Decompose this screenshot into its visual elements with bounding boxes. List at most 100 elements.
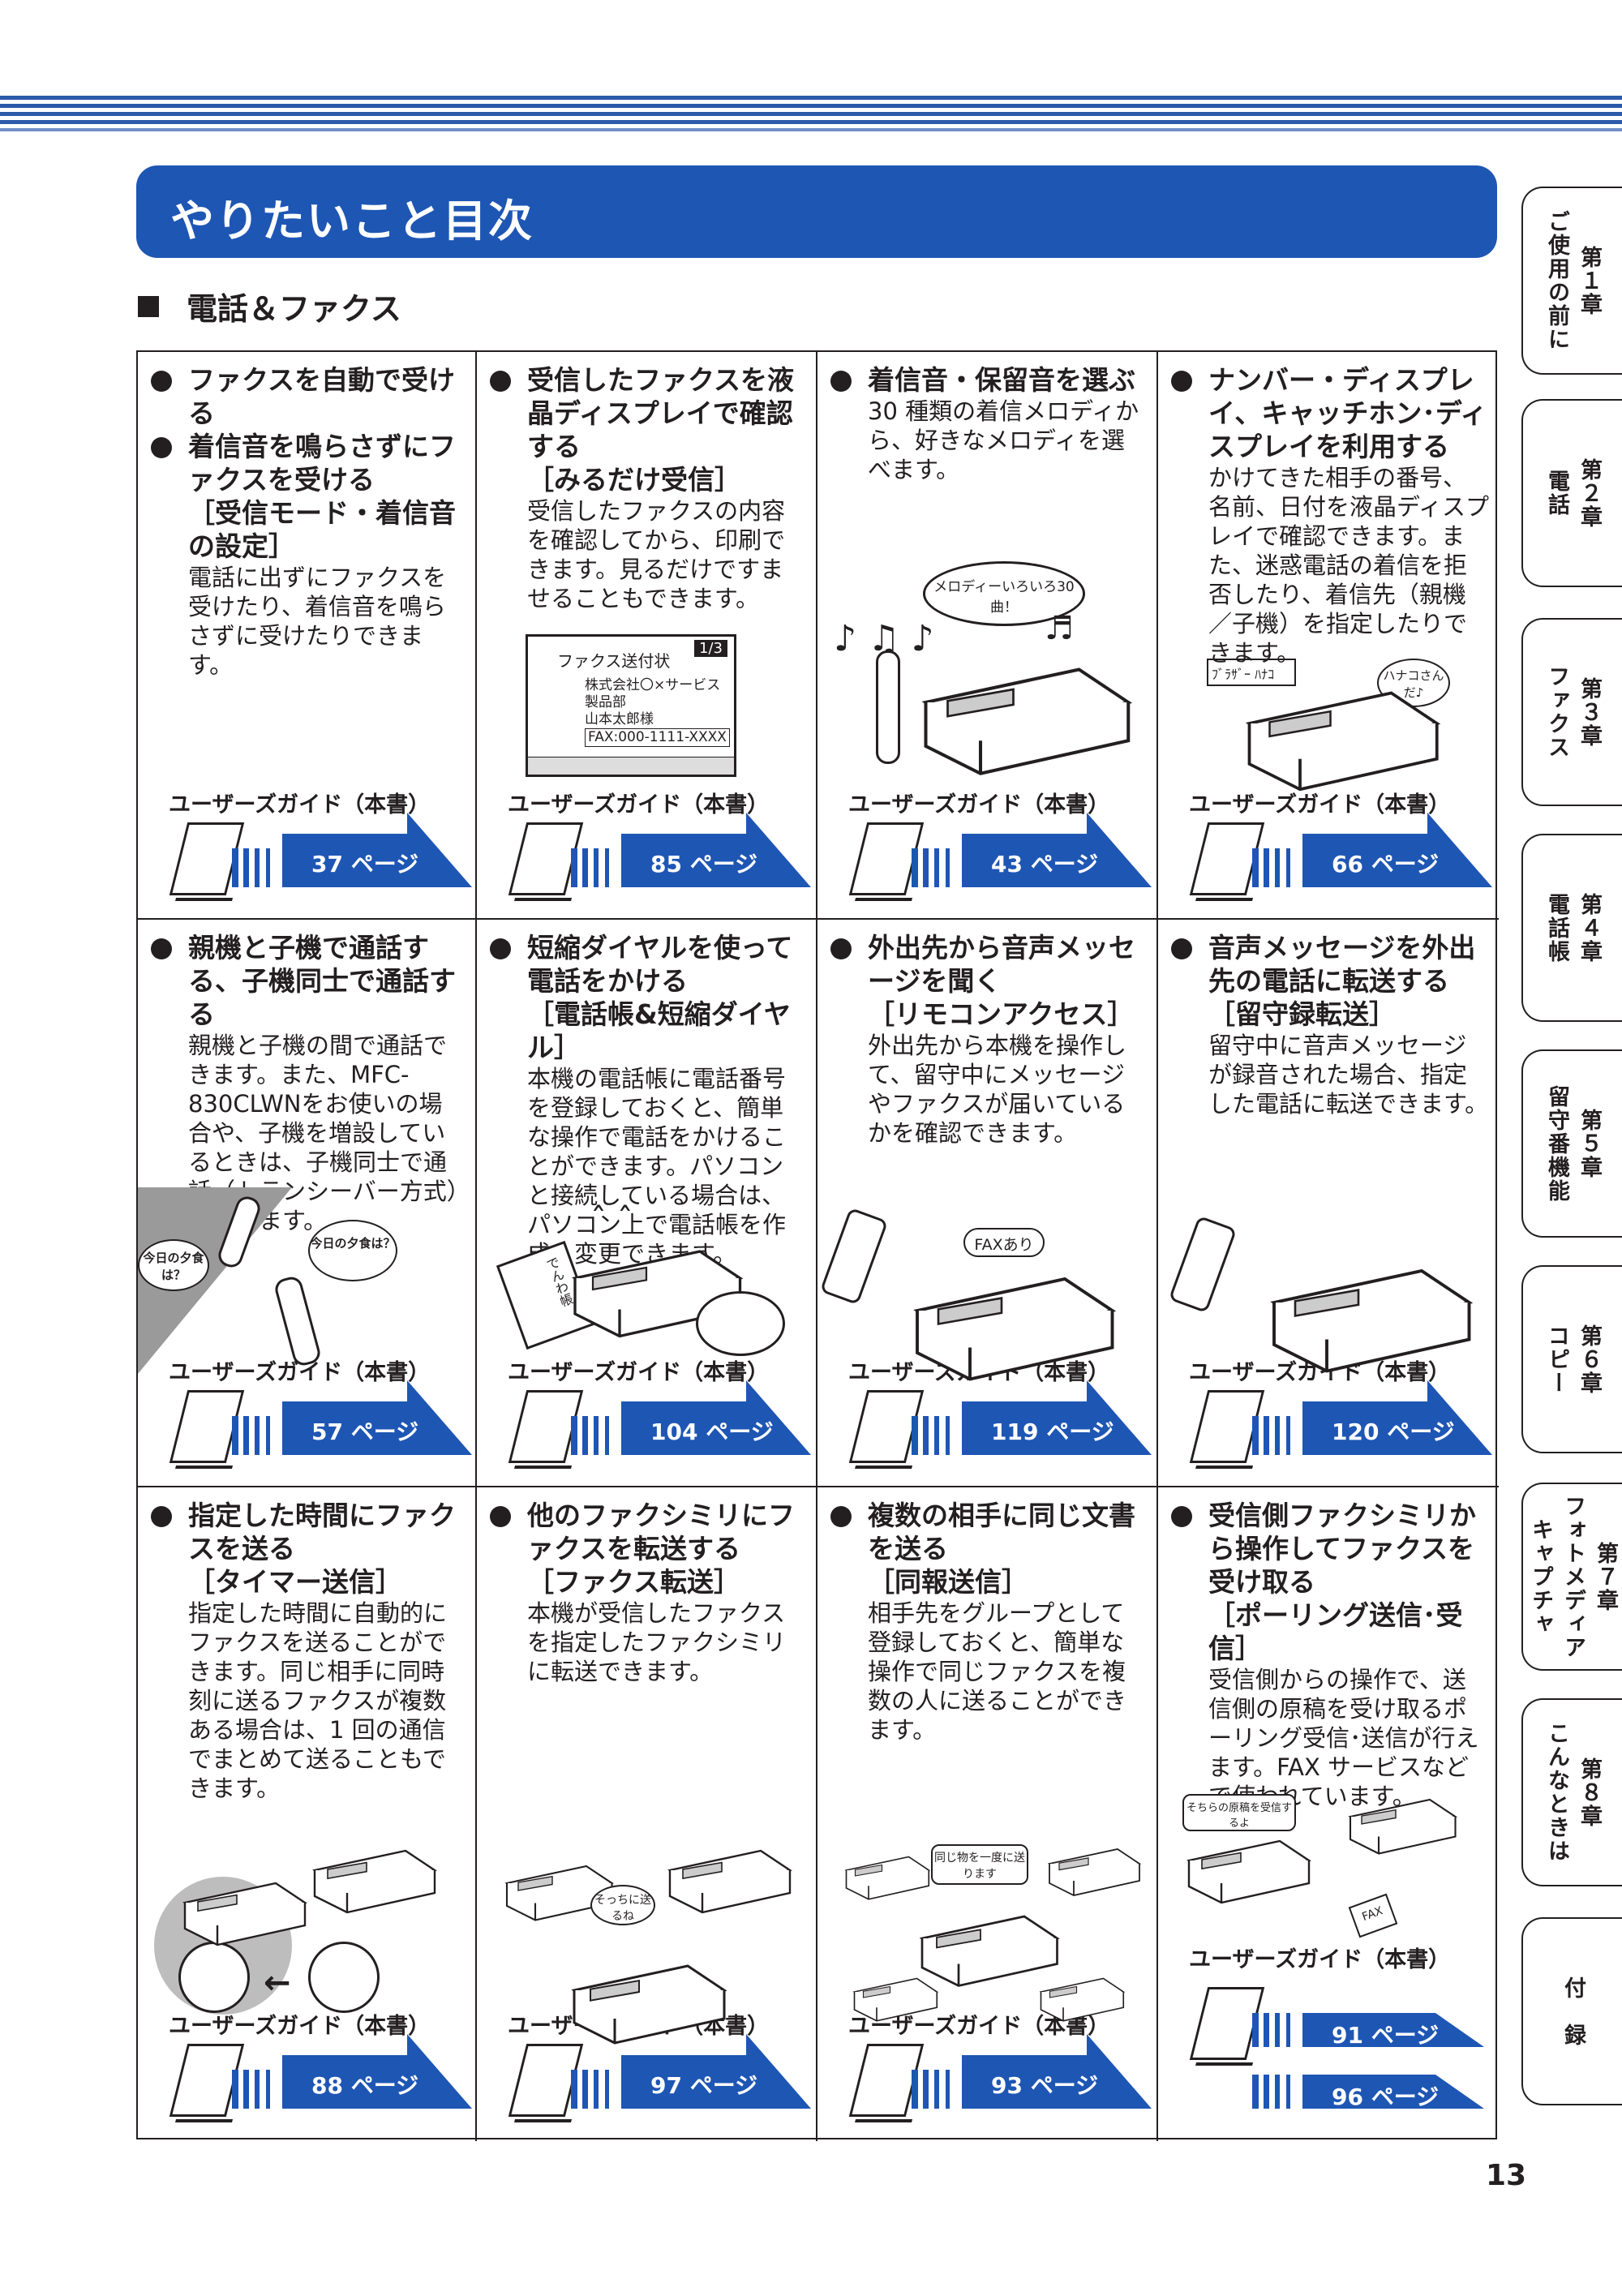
chapter-tab-label: 電話帳 (1544, 892, 1569, 963)
page-arrow-icon (912, 813, 1152, 887)
chapter-tab-label: フォトメディア (1560, 1494, 1586, 1659)
printer-icon (844, 1856, 931, 1900)
dinner-bubble-left: 今日の夕食は？ (138, 1239, 209, 1291)
guide-label: ユーザーズガイド（本書） (1189, 1947, 1451, 1972)
page-reference[interactable]: 104 ページ (650, 1418, 774, 1445)
feature-function-name: ［タイマー送信］ (188, 1566, 402, 1598)
page-reference[interactable]: 93 ページ (991, 2072, 1099, 2099)
page-reference[interactable]: 43 ページ (991, 851, 1099, 878)
chapter-tab-6[interactable]: 第６章コピー (1521, 1265, 1622, 1453)
fax-screen-line: 山本太郎様 (585, 711, 654, 727)
feature-heading: 着信音・保留音を選ぶ (817, 363, 1156, 397)
printer-icon (571, 1964, 727, 2045)
feature-cell-polling: 受信側ファクシミリから操作してファクスを受け取る［ポーリング送信･受信］受信側か… (1158, 1487, 1499, 2141)
printer-icon (1039, 1977, 1126, 2022)
feature-cell-timer-send: 指定した時間にファクスを送る［タイマー送信］指定した時間に自動的にファクスを送る… (138, 1487, 477, 2141)
page-reference[interactable]: 120 ページ (1332, 1418, 1455, 1445)
chapter-tab-8[interactable]: 第８章こんなときは (1521, 1698, 1622, 1886)
feature-description: 相手先をグループとして登録しておくと、簡単な操作で同じファクスを複数の人に送るこ… (868, 1599, 1127, 1744)
page-reference[interactable]: 97 ページ (650, 2072, 758, 2099)
cell-content: 親機と子機で通話する、子機同士で通話する親機と子機の間で通話できます。また、MF… (138, 931, 475, 1235)
printer-icon (312, 1849, 437, 1914)
printer-icon (921, 667, 1133, 775)
page-title: やりたいこと目次 (170, 195, 534, 247)
feature-description: 本機の電話帳に電話番号を登録しておくと、簡単な操作で電話をかけることができます。… (527, 1065, 787, 1268)
feature-heading: 他のファクシミリにファクスを転送する (477, 1499, 816, 1565)
page-number: 13 (1486, 2159, 1527, 2192)
chapter-tab-label: 第５章 (1577, 1108, 1602, 1179)
guide-label: ユーザーズガイド（本書） (508, 792, 770, 818)
printer-icon (913, 1277, 1117, 1381)
feature-cell-view-only-receive: 受信したファクスを液晶ディスプレイで確認する［みるだけ受信］受信したファクスの内… (477, 352, 817, 920)
mobile-phone-icon (819, 1207, 889, 1306)
chapter-tab-label: 第８章 (1577, 1757, 1602, 1828)
chapter-tab-label: 第２章 (1577, 457, 1602, 529)
feature-function-name: ［受信モード・着信音の設定］ (188, 497, 456, 562)
title-banner: やりたいこと目次 (136, 165, 1497, 258)
feature-description: 30 種類の着信メロディから、好きなメロディを選べます。 (868, 397, 1139, 483)
chapter-tab-label: 第７章 (1593, 1541, 1618, 1612)
feature-heading: 外出先から音声メッセージを聞く (817, 931, 1156, 998)
fax-screen-counter: 1/3 (694, 640, 727, 657)
cell-content: 指定した時間にファクスを送る［タイマー送信］指定した時間に自動的にファクスを送る… (138, 1499, 475, 1803)
cell-content: ナンバー・ディスプレイ、キャッチホン･ディスプレイを利用するかけてきた相手の番号… (1158, 363, 1499, 667)
chapter-tab-label: 第１章 (1577, 245, 1602, 316)
printer-icon (1047, 1848, 1142, 1896)
chapter-tab-label: ファクス (1544, 665, 1569, 759)
melody-bubble: メロディーいろいろ30曲！ (923, 561, 1085, 626)
melody-illustration: メロディーいろいろ30曲！ ♪ ♫ ♪ ♬ (834, 561, 1150, 805)
printer-icon (919, 1915, 1060, 1987)
chapter-tab-1[interactable]: 第１章ご使用の前に (1521, 187, 1622, 375)
broadcast-illustration: 同じ物を一度に送ります (842, 1844, 1142, 2047)
feature-cell-fax-forward: 他のファクシミリにファクスを転送する［ファクス転送］本機が受信したファクスを指定… (477, 1487, 817, 2141)
feature-heading: 複数の相手に同じ文書を送る (817, 1499, 1156, 1565)
chapter-tab-7[interactable]: 第７章フォトメディアキャプチャ (1521, 1483, 1622, 1671)
fax-sheet-label: FAX (1348, 1893, 1398, 1938)
printer-icon (1348, 1798, 1458, 1855)
page-reference[interactable]: 66 ページ (1332, 851, 1440, 878)
fax-screen-line: 株式会社〇×サービス (585, 677, 721, 693)
page-arrow-icon (912, 1380, 1152, 1455)
caller-display-illustration: ﾌﾞﾗｻﾞｰ ﾊﾅｺ ハナコさんだ♪ (1207, 659, 1466, 805)
feature-cell-intercom: 親機と子機で通話する、子機同士で通話する親機と子機の間で通話できます。また、MF… (138, 920, 477, 1487)
handset-icon (876, 650, 900, 764)
printer-icon (852, 1977, 939, 2022)
feature-heading: 着信音を鳴らさずにファクスを受ける (138, 430, 475, 496)
chapter-tab-9[interactable]: 付 録 (1521, 1917, 1622, 2105)
forward-illustration: そっちに送るね (501, 1836, 792, 2047)
fax-screen-line: 製品部 (585, 694, 626, 710)
chapter-tab-2[interactable]: 第２章電話 (1521, 399, 1622, 587)
guide-label: ユーザーズガイド（本書） (848, 792, 1110, 818)
chapter-tab-label: 第６章 (1577, 1324, 1602, 1395)
page-reference[interactable]: 57 ページ (311, 1418, 419, 1445)
cell-content: 外出先から音声メッセージを聞く［リモコンアクセス］外出先から本機を操作して、留守… (817, 931, 1156, 1148)
fax-screen-toolbar (528, 757, 734, 775)
feature-cell-message-forward: 音声メッセージを外出先の電話に転送する［留守録転送］留守中に音声メッセージが録音… (1158, 920, 1499, 1487)
arrow-circle-icon (696, 1291, 785, 1356)
feature-heading: ファクスを自動で受ける (138, 363, 475, 430)
caller-display-screen: ﾌﾞﾗｻﾞｰ ﾊﾅｺ (1207, 659, 1296, 686)
feature-cell-speed-dial: 短縮ダイヤルを使って電話をかける［電話帳&短縮ダイヤル］本機の電話帳に電話番号を… (477, 920, 817, 1487)
page-reference[interactable]: 119 ページ (991, 1418, 1114, 1445)
feature-heading: ナンバー・ディスプレイ、キャッチホン･ディスプレイを利用する (1158, 363, 1499, 463)
page-reference[interactable]: 88 ページ (311, 2072, 419, 2099)
chapter-tab-5[interactable]: 第５章留守番機能 (1521, 1049, 1622, 1238)
feature-heading: 親機と子機で通話する、子機同士で通話する (138, 931, 475, 1031)
page-reference[interactable]: 85 ページ (650, 851, 758, 878)
chapter-tab-4[interactable]: 第４章電話帳 (1521, 834, 1622, 1022)
cell-content: 受信側ファクシミリから操作してファクスを受け取る［ポーリング送信･受信］受信側か… (1158, 1499, 1499, 1811)
page-reference[interactable]: 96 ページ (1332, 2084, 1440, 2110)
printer-icon (1186, 1839, 1311, 1904)
clock-icon (178, 1942, 250, 2013)
music-note-icon: ♬ (1045, 610, 1074, 647)
feature-heading: 短縮ダイヤルを使って電話をかける (477, 931, 816, 998)
chapter-tab-3[interactable]: 第３章ファクス (1521, 618, 1622, 806)
printer-icon (1270, 1268, 1474, 1373)
section-title: 電話＆ファクス (187, 291, 401, 327)
page-arrow-icon (571, 1380, 811, 1455)
page-reference[interactable]: 91 ページ (1332, 2022, 1440, 2049)
cell-content: 他のファクシミリにファクスを転送する［ファクス転送］本機が受信したファクスを指定… (477, 1499, 816, 1686)
smiley-icon: ˆ ˆ (590, 1202, 633, 1239)
page-reference[interactable]: 37 ページ (311, 851, 419, 878)
clock-icon (308, 1942, 380, 2013)
